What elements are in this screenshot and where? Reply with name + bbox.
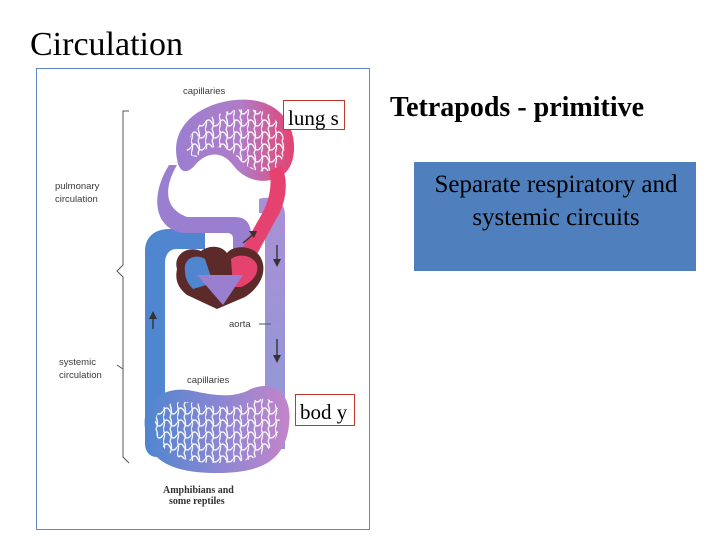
body-callout: bod y [295,394,355,426]
pulmonary-artery [157,165,251,291]
pulmonary-label-2: circulation [55,194,98,205]
aorta-lower-arrowhead [273,355,281,363]
systemic-label-1: systemic [59,357,96,368]
capillaries-top-label: capillaries [183,86,225,97]
heart [176,246,264,309]
aorta-down-arrowhead [273,259,281,267]
caption-line-1: Amphibians and [163,485,234,496]
info-box [414,162,696,271]
body-capillary-bed [144,386,290,473]
caption-line-2: some reptiles [169,496,225,507]
circulation-figure: capillaries pulmonary circulation aorta … [36,68,370,530]
systemic-label-2: circulation [59,370,102,381]
vein-up-arrowhead [149,311,157,319]
aorta-label: aorta [229,319,251,330]
info-box-text: Separate respiratory and systemic circui… [434,171,678,231]
pulmonary-arrowhead [249,231,257,238]
slide-title: Circulation [30,26,183,63]
capillaries-bottom-label: capillaries [187,375,229,386]
circulation-diagram: capillaries pulmonary circulation aorta … [55,86,295,507]
section-heading: Tetrapods - primitive [390,92,645,123]
lungs-callout: lung s [283,100,345,130]
pulmonary-bracket [116,110,129,281]
systemic-bracket [116,281,130,464]
lung-capillary-bed [176,99,295,181]
pulmonary-label-1: pulmonary [55,181,100,192]
